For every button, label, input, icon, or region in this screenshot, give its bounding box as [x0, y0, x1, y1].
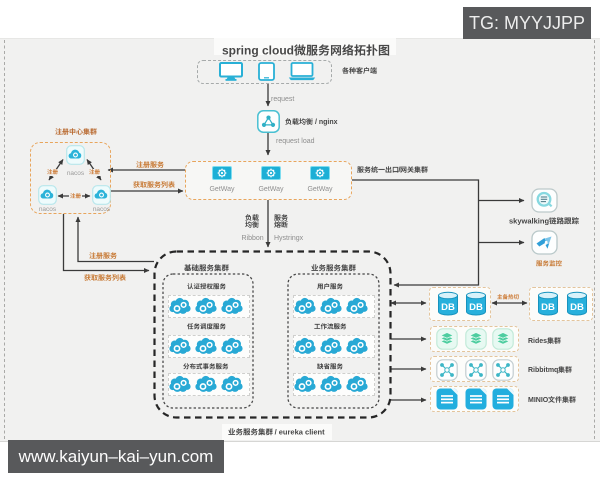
- svg-text:DB: DB: [541, 302, 555, 313]
- svg-text:DB: DB: [469, 302, 483, 313]
- svg-text:DB: DB: [570, 302, 584, 313]
- svg-text:DB: DB: [441, 302, 455, 313]
